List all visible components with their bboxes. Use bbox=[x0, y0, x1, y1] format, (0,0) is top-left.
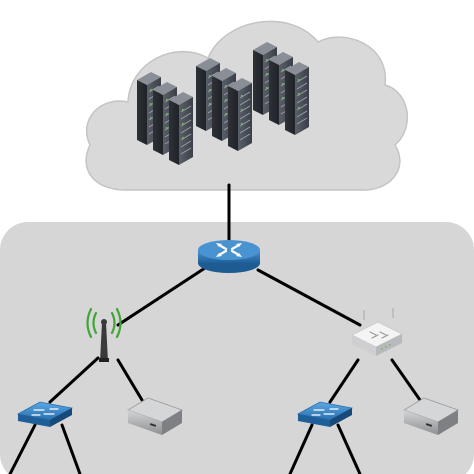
link-router-to-wireless-router bbox=[256, 268, 362, 327]
link-switch-right-down-2 bbox=[336, 423, 362, 474]
network-appliance-icon bbox=[403, 397, 459, 435]
lan-zone-background bbox=[0, 222, 474, 474]
server-rack-icon bbox=[168, 91, 194, 166]
network-links bbox=[8, 183, 422, 474]
network-appliance-icon bbox=[127, 397, 183, 435]
link-switch-left-down-1 bbox=[8, 423, 37, 474]
link-router-to-access-point bbox=[116, 266, 207, 327]
switch-icon bbox=[296, 401, 354, 427]
link-wireless-router-to-switch-right bbox=[328, 358, 360, 404]
link-access-point-to-switch-left bbox=[48, 356, 100, 404]
link-access-point-to-device-left bbox=[116, 358, 144, 402]
wireless-router-icon bbox=[351, 304, 403, 356]
switch-icon bbox=[16, 401, 74, 427]
link-switch-right-down-1 bbox=[288, 423, 314, 474]
server-rack-icon bbox=[227, 77, 253, 152]
link-switch-left-down-2 bbox=[60, 423, 82, 474]
server-rack-icon bbox=[284, 61, 310, 136]
link-wireless-router-to-device-right bbox=[390, 358, 422, 402]
router-icon bbox=[198, 240, 260, 273]
wireless-access-point-icon bbox=[86, 307, 122, 362]
